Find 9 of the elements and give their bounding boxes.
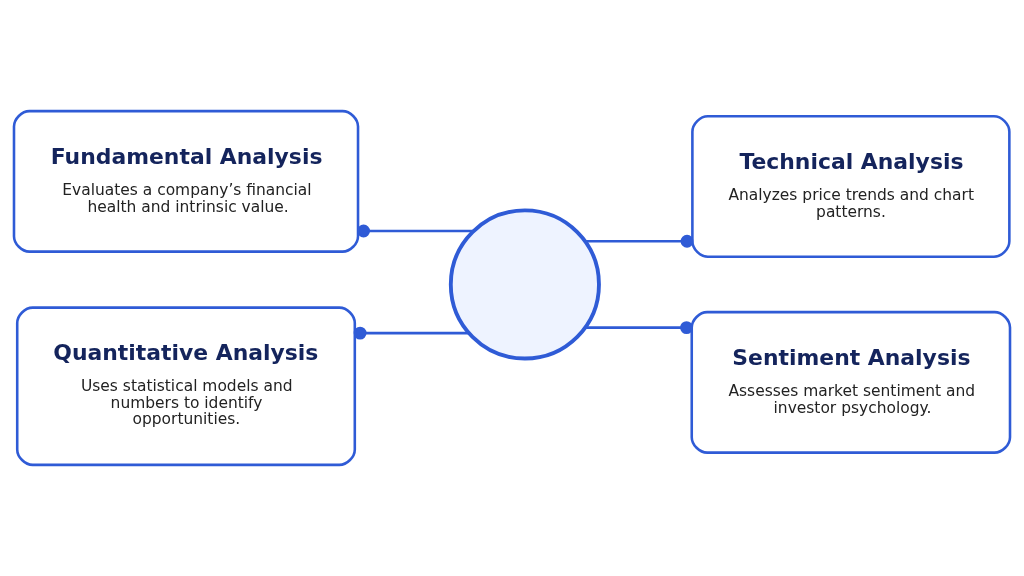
node-circle: [448, 208, 601, 361]
node-box: Fundamental Analysis Evaluates a company’s financial health and intrinsic value.: [12, 109, 360, 253]
node-box: Quantitative Analysis Uses statistical models and numbers to identify opportunities.: [15, 306, 357, 467]
node-box: Sentiment Analysis Assesses market sentiment and investor psychology.: [690, 310, 1012, 454]
node-box: Technical Analysis Analyzes price trends and chart patterns.: [691, 115, 1011, 259]
connector: [353, 326, 469, 340]
connector: [585, 234, 694, 248]
connector: [357, 224, 474, 238]
connector: [585, 321, 693, 335]
